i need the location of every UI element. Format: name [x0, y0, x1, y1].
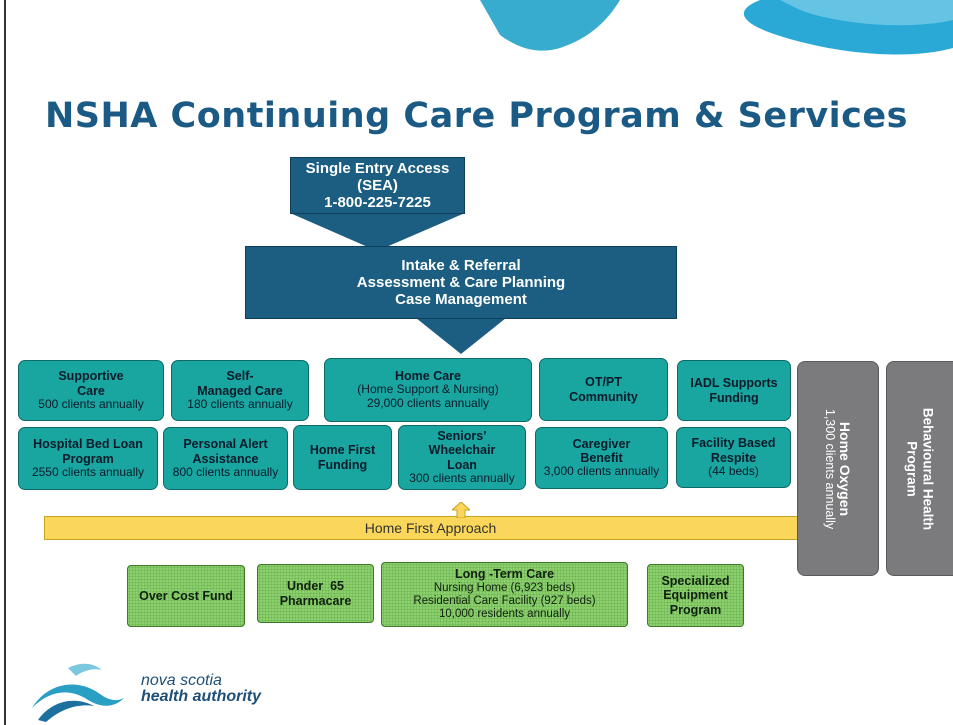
service-detail: 180 clients annually: [187, 396, 293, 411]
intake-line-1: Intake & Referral: [401, 256, 521, 274]
service-seniors-wheelchair-loan: Seniors’ Wheelchair Loan 300 clients ann…: [398, 425, 526, 490]
service-detail: (44 beds): [708, 463, 759, 478]
service-name: Home First: [309, 443, 376, 458]
home-oxygen-text: Home Oxygen 1,300 clients annually: [823, 408, 853, 528]
service-name: OT/PT: [585, 375, 622, 390]
bottom-detail: Nursing Home (6,923 beds): [433, 581, 576, 594]
intake-line-3: Case Management: [395, 291, 527, 309]
sea-title: Single Entry Access (SEA): [305, 159, 450, 194]
service-name: Program: [62, 451, 114, 466]
behavioural-line-1: Behavioural Health: [920, 407, 936, 530]
service-supportive-care: Supportive Care 500 clients annually: [18, 360, 164, 421]
logo-line-1: nova scotia: [141, 672, 222, 689]
intake-arrow-head: [416, 318, 506, 354]
service-name: Caregiver: [572, 436, 631, 451]
home-first-approach-band: Home First Approach: [44, 516, 817, 540]
service-name: Home Care: [395, 369, 461, 384]
service-iadl-supports-funding: IADL Supports Funding: [677, 360, 791, 421]
service-name: Assistance: [192, 451, 259, 466]
bottom-detail: 10,000 residents annually: [438, 608, 571, 621]
service-home-care: Home Care (Home Support & Nursing) 29,00…: [324, 358, 532, 422]
sea-arrow-head: [290, 213, 465, 251]
service-name: Loan: [447, 457, 477, 472]
service-facility-based-respite: Facility Based Respite (44 beds): [676, 427, 791, 488]
intake-box: Intake & Referral Assessment & Care Plan…: [245, 246, 677, 319]
service-name: Supportive: [58, 369, 124, 384]
service-name: Personal Alert: [183, 437, 268, 452]
service-name: Wheelchair: [428, 443, 496, 458]
service-name: Managed Care: [197, 383, 283, 398]
header-swoosh-graphic: [480, 0, 953, 55]
service-name: IADL Supports: [690, 376, 778, 391]
service-name: Seniors’: [437, 429, 487, 444]
bottom-name: Under 65: [287, 579, 344, 594]
bottom-name: Equipment: [663, 588, 728, 603]
service-name: Community: [569, 389, 638, 404]
home-oxygen-detail: 1,300 clients annually: [823, 408, 838, 529]
service-name: Benefit: [580, 451, 623, 466]
over-cost-fund-box: Over Cost Fund: [127, 565, 245, 627]
slide-frame: [4, 0, 953, 725]
behavioural-health-box: Behavioural Health Program: [886, 361, 953, 576]
service-name: Hospital Bed Loan: [33, 437, 143, 452]
service-name: Funding: [709, 390, 759, 405]
home-oxygen-box: Home Oxygen 1,300 clients annually: [797, 361, 879, 576]
service-subtitle: (Home Support & Nursing): [357, 382, 499, 397]
service-name: Self-: [226, 369, 254, 384]
service-detail: 29,000 clients annually: [366, 396, 490, 411]
logo-text: nova scotia health authority: [141, 673, 261, 705]
service-caregiver-benefit: Caregiver Benefit 3,000 clients annually: [535, 427, 668, 489]
bottom-detail: Residential Care Facility (927 beds): [413, 595, 596, 608]
service-detail: 300 clients annually: [409, 471, 515, 486]
behavioural-health-text: Behavioural Health Program: [904, 407, 936, 530]
service-name: Funding: [317, 457, 368, 472]
home-oxygen-title: Home Oxygen: [837, 421, 854, 516]
sea-box: Single Entry Access (SEA) 1-800-225-7225: [290, 157, 465, 214]
service-name: Facility Based: [691, 436, 776, 451]
under-65-pharmacare-box: Under 65 Pharmacare: [257, 564, 374, 623]
service-ot-pt-community: OT/PT Community: [539, 358, 668, 421]
bottom-name: Long -Term Care: [454, 567, 555, 582]
service-detail: 500 clients annually: [38, 396, 144, 411]
bottom-name: Program: [669, 602, 722, 617]
specialized-equipment-box: Specialized Equipment Program: [647, 564, 744, 627]
service-detail: 800 clients annually: [172, 464, 279, 479]
approach-up-arrow: [452, 502, 470, 518]
intake-line-2: Assessment & Care Planning: [356, 273, 566, 291]
nsha-logo-icon: [32, 663, 124, 722]
logo-line-2: health authority: [141, 688, 262, 705]
bottom-name: Over Cost Fund: [139, 588, 233, 603]
service-detail: 2550 clients annually: [31, 464, 145, 479]
service-home-first-funding: Home First Funding: [293, 425, 392, 490]
behavioural-line-2: Program: [905, 440, 920, 497]
service-personal-alert: Personal Alert Assistance 800 clients an…: [163, 427, 288, 490]
service-detail: 3,000 clients annually: [543, 464, 660, 479]
service-name: Respite: [710, 450, 757, 465]
sea-phone: 1-800-225-7225: [324, 194, 431, 212]
bottom-name: Specialized: [661, 573, 730, 588]
approach-label: Home First Approach: [364, 520, 497, 536]
service-hospital-bed-loan: Hospital Bed Loan Program 2550 clients a…: [18, 427, 158, 490]
service-name: Care: [77, 383, 105, 398]
long-term-care-box: Long -Term Care Nursing Home (6,923 beds…: [381, 562, 628, 627]
bottom-name: Pharmacare: [279, 593, 352, 608]
page-title: NSHA Continuing Care Program & Services: [44, 96, 908, 136]
service-self-managed-care: Self- Managed Care 180 clients annually: [171, 360, 309, 421]
